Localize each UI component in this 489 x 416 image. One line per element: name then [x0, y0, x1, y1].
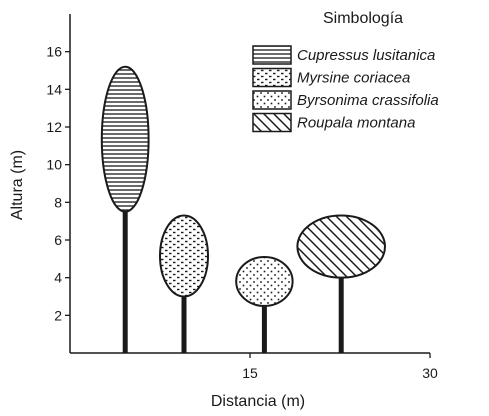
y-tick-label: 12 [46, 119, 62, 135]
legend-entry: Cupressus lusitanica [252, 45, 435, 65]
x-tick-label: 30 [422, 365, 438, 381]
legend-swatch [252, 112, 292, 133]
y-tick-label: 6 [54, 232, 62, 248]
tree-profiles [100, 65, 387, 353]
tree-myrsine-coriacea [159, 214, 209, 353]
x-axis-title: Distancia (m) [211, 393, 305, 410]
legend-label: Byrsonima crassifolia [297, 92, 439, 109]
y-tick-label: 8 [54, 194, 62, 210]
legend-label: Myrsine coriacea [297, 70, 410, 87]
tree-byrsonima-crassifolia [235, 255, 294, 353]
tree-roupala-montana [296, 214, 387, 353]
legend-entry: Roupala montana [252, 112, 415, 133]
y-tick-label: 14 [46, 81, 62, 97]
y-tick-label: 4 [54, 270, 62, 286]
tree-crown [159, 214, 209, 298]
legend-entry: Byrsonima crassifolia [252, 90, 439, 110]
legend-label: Cupressus lusitanica [297, 47, 435, 64]
legend-swatch [252, 45, 292, 65]
y-tick-label: 16 [46, 44, 62, 60]
tree-crown [100, 65, 150, 213]
legend-label: Roupala montana [297, 115, 415, 132]
legend-swatch [252, 90, 292, 110]
tree-crown [235, 255, 294, 307]
y-axis-ticks: 2 4 6 8 10 12 14 16 [46, 44, 70, 323]
legend-swatch [252, 67, 292, 88]
tree-crown [296, 214, 387, 279]
y-tick-label: 2 [54, 307, 62, 323]
tree-cupressus-lusitanica [100, 65, 150, 353]
x-tick-label: 15 [242, 365, 258, 381]
y-axis-title: Altura (m) [9, 150, 26, 220]
legend-title: Simbología [323, 10, 403, 27]
legend-entry: Myrsine coriacea [252, 67, 410, 88]
y-tick-label: 10 [46, 157, 62, 173]
